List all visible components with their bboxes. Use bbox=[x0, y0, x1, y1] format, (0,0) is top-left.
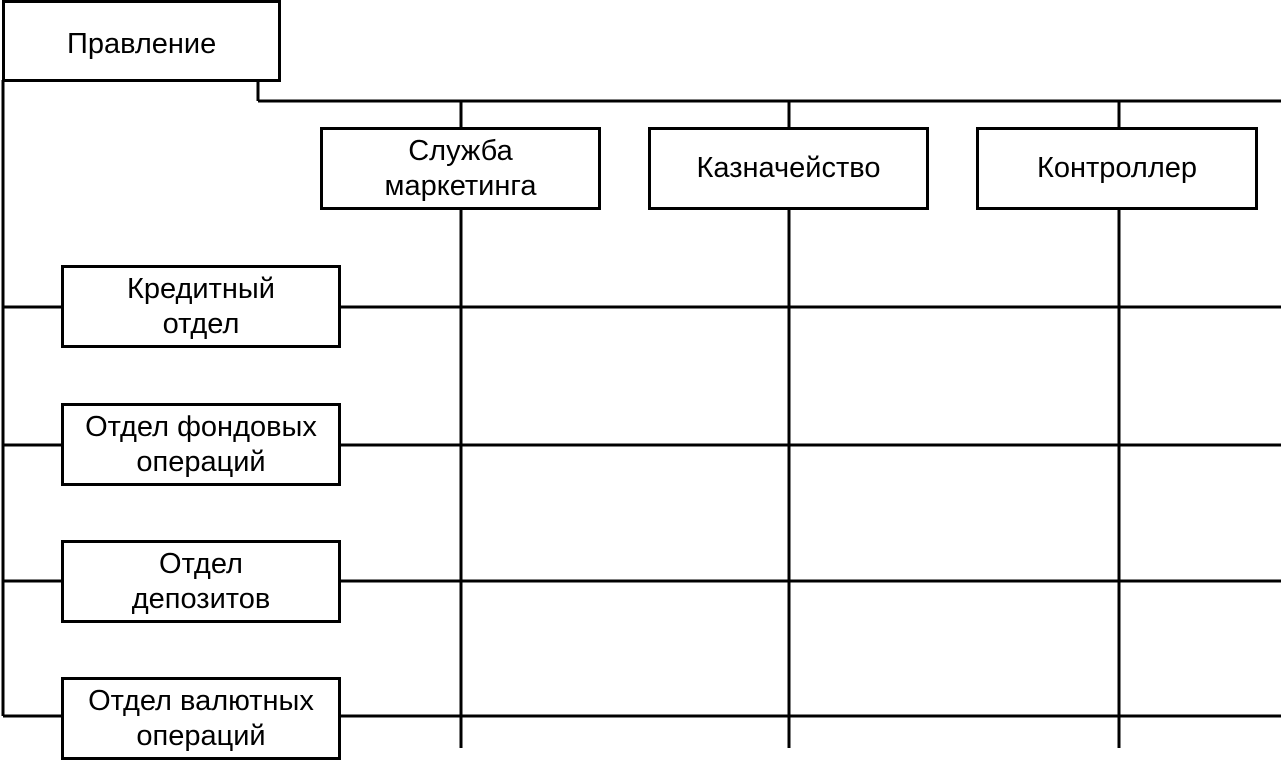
treasury-box: Казначейство bbox=[648, 127, 929, 210]
deposits-department-label: Отдел депозитов bbox=[131, 547, 271, 615]
controller-label: Контроллер bbox=[1036, 152, 1198, 184]
credit-department-label: Кредитный отдел bbox=[127, 272, 275, 340]
currency-department-box: Отдел валютных операций bbox=[61, 677, 341, 760]
marketing-service-label: Служба маркетинга bbox=[384, 134, 537, 202]
securities-department-label: Отдел фондовых операций bbox=[85, 410, 317, 478]
currency-department-label: Отдел валютных операций bbox=[88, 684, 314, 752]
treasury-label: Казначейство bbox=[696, 152, 881, 184]
board-label: Правление bbox=[67, 28, 217, 60]
deposits-department-box: Отдел депозитов bbox=[61, 540, 341, 623]
securities-department-box: Отдел фондовых операций bbox=[61, 403, 341, 486]
board-box: Правление bbox=[2, 0, 281, 82]
marketing-service-box: Служба маркетинга bbox=[320, 127, 601, 210]
credit-department-box: Кредитный отдел bbox=[61, 265, 341, 348]
controller-box: Контроллер bbox=[976, 127, 1258, 210]
